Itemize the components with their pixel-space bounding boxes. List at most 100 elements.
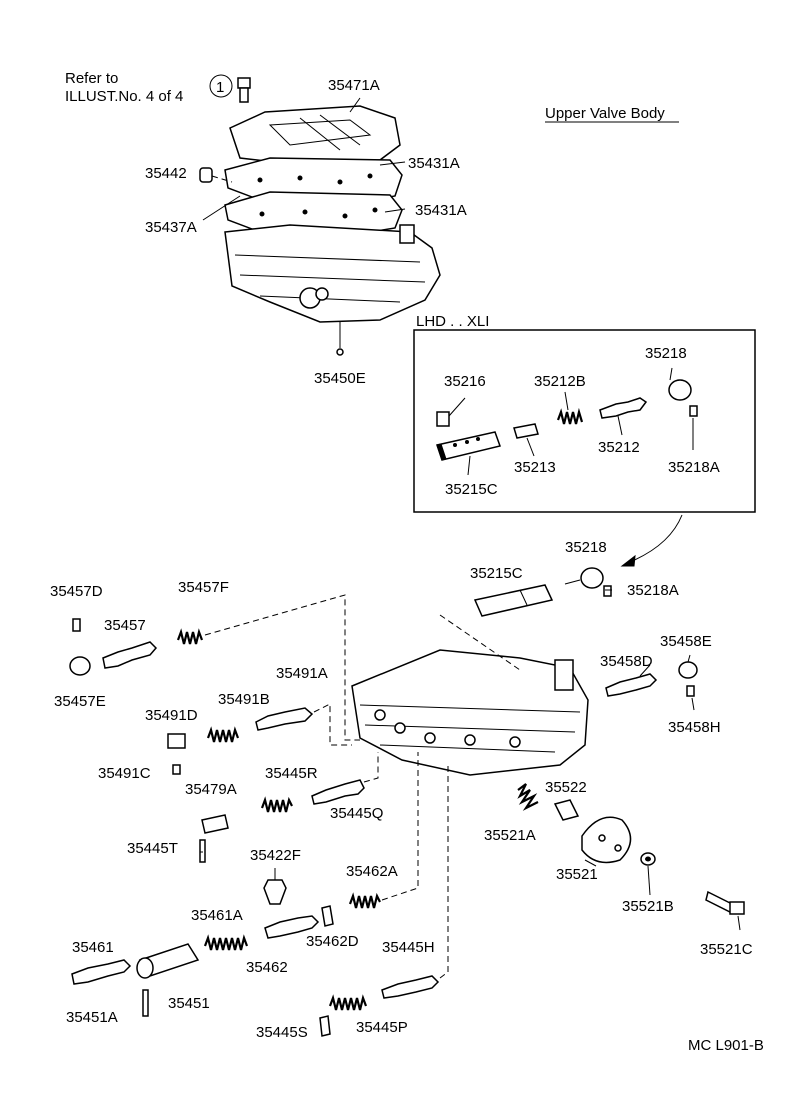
- label-35442: 35442: [145, 165, 187, 182]
- refer-text-line1: Refer to: [65, 70, 118, 87]
- label-35462: 35462: [246, 959, 288, 976]
- inset-part-35215C-sleeve: [436, 431, 501, 476]
- section-title: Upper Valve Body: [545, 105, 665, 122]
- label-35458H: 35458H: [668, 719, 721, 736]
- label-35471A: 35471A: [328, 77, 380, 94]
- label-35521A: 35521A: [484, 827, 536, 844]
- plug-35457E: [69, 656, 91, 676]
- label-35422F: 35422F: [250, 847, 301, 864]
- label-35218-inset: 35218: [645, 345, 687, 362]
- spring-35491B: [206, 726, 240, 743]
- upper-valve-cover-plate: [229, 105, 401, 166]
- valve-35491A: [255, 707, 314, 731]
- label-35431A-upper: 35431A: [408, 155, 460, 172]
- label-35491B: 35491B: [218, 691, 270, 708]
- leader-35457-dash: [204, 594, 360, 741]
- inset-part-35213-plug: [513, 423, 539, 457]
- spring-35521A: [517, 783, 539, 811]
- bolt-icon: [237, 77, 251, 103]
- separator-plate-gasket-2: [224, 191, 403, 237]
- pin-35445T: [199, 839, 206, 863]
- plate-35521: [581, 816, 632, 864]
- label-35458E: 35458E: [660, 633, 712, 650]
- label-35445P: 35445P: [356, 1019, 408, 1036]
- label-35451: 35451: [168, 995, 210, 1012]
- refer-text-line2: ILLUST.No. 4 of 4: [65, 88, 183, 105]
- label-35491D: 35491D: [145, 707, 198, 724]
- inset-part-35216-clip: [436, 397, 466, 427]
- valve-35445Q: [311, 779, 365, 805]
- leader-35215C-dash: [439, 614, 521, 671]
- spring-35462A: [348, 892, 381, 909]
- inset-part-35212-valve: [599, 397, 648, 436]
- label-35215C-inset: 35215C: [445, 481, 498, 498]
- inset-part-35212B-spring: [556, 391, 584, 425]
- pin-35218A: [603, 585, 612, 597]
- label-35212B: 35212B: [534, 373, 586, 390]
- spring-35445P: [328, 994, 368, 1011]
- lhd-xli-inset-box: LHD . . XLI: [413, 313, 756, 513]
- label-35521: 35521: [556, 866, 598, 883]
- bolt-35521C: [705, 890, 745, 915]
- inset-label: LHD . . XLI: [416, 313, 489, 330]
- leader-35445H-dash: [439, 762, 449, 979]
- footer-code: MC L901-B: [688, 1037, 764, 1054]
- label-35218A: 35218A: [627, 582, 679, 599]
- label-35521B: 35521B: [622, 898, 674, 915]
- label-35445Q: 35445Q: [330, 805, 383, 822]
- label-35457E: 35457E: [54, 693, 106, 710]
- label-35218A-inset: 35218A: [668, 459, 720, 476]
- label-35462D: 35462D: [306, 933, 359, 950]
- plug-35458E: [678, 661, 698, 679]
- label-35445H: 35445H: [382, 939, 435, 956]
- sleeve-35451: [136, 943, 200, 979]
- label-35445S: 35445S: [256, 1024, 308, 1041]
- label-35212: 35212: [598, 439, 640, 456]
- spring-35457F: [176, 628, 204, 645]
- label-35218: 35218: [565, 539, 607, 556]
- valve-35461: [71, 959, 132, 985]
- pin-35458H: [686, 685, 695, 697]
- label-35461: 35461: [72, 939, 114, 956]
- pin-35457D: [72, 618, 81, 632]
- pin-35450E: [336, 322, 344, 356]
- circled-number: 1: [216, 79, 224, 96]
- label-35491A: 35491A: [276, 665, 328, 682]
- lower-valve-body-casting: [351, 649, 589, 776]
- label-35462A: 35462A: [346, 863, 398, 880]
- label-35431A-lower: 35431A: [415, 202, 467, 219]
- pin-35445S: [319, 1015, 331, 1037]
- label-35458D: 35458D: [600, 653, 653, 670]
- label-35491C: 35491C: [98, 765, 151, 782]
- plug-35479A: [201, 814, 229, 834]
- clip-35422F: [263, 868, 287, 905]
- pin-35462D: [321, 905, 334, 927]
- pin-35491C: [172, 764, 181, 775]
- label-35445R: 35445R: [265, 765, 318, 782]
- check-ball-35442: [199, 167, 233, 183]
- label-35213: 35213: [514, 459, 556, 476]
- valve-35457: [102, 641, 158, 669]
- label-35461A: 35461A: [191, 907, 243, 924]
- leader-35491-dash: [313, 703, 352, 746]
- valve-35445H: [381, 975, 440, 999]
- label-35457F: 35457F: [178, 579, 229, 596]
- label-35522: 35522: [545, 779, 587, 796]
- valve-35462: [264, 915, 320, 939]
- spring-35445R: [260, 796, 293, 813]
- sleeve-35215C: [473, 584, 554, 617]
- label-35450E: 35450E: [314, 370, 366, 387]
- valve-35458D: [605, 673, 658, 697]
- label-35216: 35216: [444, 373, 486, 390]
- spring-35461A: [203, 934, 249, 951]
- upper-valve-body-casting: [224, 224, 441, 323]
- pin-35451A: [142, 989, 149, 1017]
- circled-number-badge: 1: [209, 74, 233, 98]
- plug-35522: [553, 799, 580, 821]
- label-35457: 35457: [104, 617, 146, 634]
- washer-35521B: [640, 852, 656, 866]
- plug-35491D: [167, 733, 186, 749]
- plug-35218: [580, 567, 604, 589]
